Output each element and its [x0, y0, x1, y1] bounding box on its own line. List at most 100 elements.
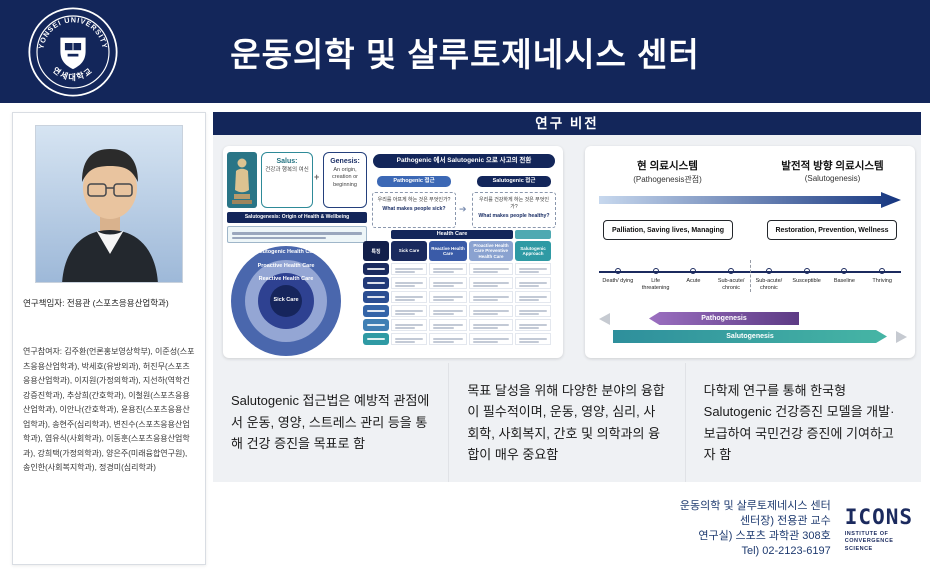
timeline-point: Sub-acute/ chronic	[712, 262, 750, 310]
table-cell	[429, 333, 467, 346]
table-cell	[469, 263, 513, 276]
table-cell	[429, 305, 467, 318]
table-header-row: 특징 Sick Care Reactive Health Care Proact…	[363, 241, 555, 262]
key-point-1: Salutogenic 접근법은 예방적 관점에서 운동, 영양, 스트레스 관…	[231, 393, 430, 452]
table-cell	[469, 333, 513, 346]
salus-title: Salus:	[276, 158, 298, 165]
table-cell	[429, 263, 467, 276]
header-bar: YONSEI UNIVERSITY 연세대학교 운동의학 및 살루토제네시스 센…	[0, 0, 930, 103]
table-cell	[429, 291, 467, 304]
contact-office: 연구실) 스포츠 과학관 308호	[698, 530, 831, 542]
table-cell	[391, 319, 427, 332]
yonsei-seal-logo: YONSEI UNIVERSITY 연세대학교	[28, 7, 118, 97]
timeline-point: Thriving	[863, 262, 901, 310]
salus-subtitle: 건강과 행복의 여신	[265, 167, 309, 173]
pi-portrait-photo	[35, 125, 183, 283]
pathogenic-question-ko: 우리를 아프게 하는 것은 무엇인가?	[377, 197, 451, 203]
future-system-title-block: 발전적 방향 의료시스템 (Salutogenesis)	[750, 158, 915, 185]
salutogenic-approach-pill: Salutogenic 접근	[477, 176, 551, 187]
principal-investigator: 연구책임자: 전용관 (스포츠응용산업학과)	[23, 298, 169, 308]
row-label	[363, 263, 389, 276]
contact-info: 운동의학 및 살루토제네시스 센터 센터장) 전용관 교수 연구실) 스포츠 과…	[680, 499, 831, 559]
plus-icon: +	[314, 172, 320, 182]
table-cell	[429, 319, 467, 332]
table-cell	[391, 263, 427, 276]
table-row	[363, 305, 555, 318]
healthcare-system-figure: 현 의료시스템 (Pathogenesis관점) 발전적 방향 의료시스템 (S…	[585, 146, 915, 358]
portrait-illustration	[36, 126, 182, 282]
table-cell	[391, 291, 427, 304]
table-cell	[469, 291, 513, 304]
ring-label: Proactive Health Care	[257, 263, 315, 269]
row-label	[363, 333, 389, 346]
timeline-point: Susceptible	[788, 262, 826, 310]
key-point-3: 다학제 연구를 통해 한국형 Salutogenic 건강증진 모델을 개발·보…	[684, 363, 921, 482]
transition-arrow-icon	[599, 192, 901, 208]
table-cell	[515, 277, 551, 290]
vision-content-panel: Salus: 건강과 행복의 여신 + Genesis: An origin, …	[213, 135, 921, 482]
pathogenic-question-box: 우리를 아프게 하는 것은 무엇인가? What makes people si…	[372, 192, 456, 228]
table-cell	[429, 277, 467, 290]
column-header: Salutogenic Approach	[515, 241, 551, 262]
timeline-point: Death/ dying	[599, 262, 637, 310]
left-chevron-icon	[599, 313, 610, 325]
mindshift-title: Pathogenic 에서 Salutogenic 으로 사고의 전환	[373, 154, 555, 168]
participants-list: 연구참여자: 김주환(언론홍보영상학부), 이준성(스포츠응용산업학과), 박세…	[23, 347, 195, 472]
column-header: Reactive Health Care	[429, 241, 467, 262]
row-label	[363, 291, 389, 304]
ring-label: Sick Care	[273, 297, 299, 303]
pathogenic-question-en: What makes people sick?	[382, 206, 446, 212]
salutogenesis-caption	[227, 226, 367, 243]
ring-label: Salutogenic Health Care	[254, 249, 318, 255]
palliation-box: Palliation, Saving lives, Managing	[603, 220, 733, 240]
timeline-point: Sub-acute/ chronic	[750, 262, 788, 310]
column-header: Proactive Health Care Preventive Health …	[469, 241, 513, 262]
timeline-point: Baseline	[826, 262, 864, 310]
current-system-title: 현 의료시스템	[637, 160, 698, 172]
pathogenesis-bar: Pathogenesis	[649, 312, 799, 325]
genesis-subtitle: An origin, creation or beginning	[332, 167, 358, 188]
timeline-point: Life threatening	[637, 262, 675, 310]
genesis-definition-box: Genesis: An origin, creation or beginnin…	[323, 152, 367, 208]
table-corner	[363, 230, 389, 239]
right-chevron-icon	[896, 331, 907, 343]
table-cell	[469, 277, 513, 290]
health-care-concentric-circles: Salutogenic Health Care Proactive Health…	[231, 246, 341, 356]
table-cell	[469, 305, 513, 318]
future-system-subtitle: (Salutogenesis)	[804, 174, 861, 183]
salutogenesis-origin-banner: Salutogenesis: Origin of Health & Wellbe…	[227, 212, 367, 223]
contact-director: 센터장) 전용관 교수	[740, 515, 831, 527]
table-row	[363, 277, 555, 290]
icons-logo-subtitle: INSTITUTE OF CONVERGENCE SCIENCE	[844, 530, 894, 552]
ring-label: Reactive Health Care	[258, 275, 314, 282]
salutogenic-question-box: 우리를 건강하게 하는 것은 무엇인가? What makes people h…	[472, 192, 556, 228]
row-header-features: 특징	[363, 241, 389, 262]
table-row	[363, 291, 555, 304]
row-label	[363, 277, 389, 290]
table-row	[363, 263, 555, 276]
genesis-title: Genesis:	[330, 158, 360, 165]
arrow-right-icon: ➔	[459, 204, 467, 214]
table-row	[363, 333, 555, 346]
column-header: Sick Care	[391, 241, 427, 262]
row-label	[363, 319, 389, 332]
section-title-research-vision: 연구 비전	[213, 112, 921, 135]
table-cell	[391, 277, 427, 290]
health-continuum-timeline: Death/ dying Life threatening Acute Sub-…	[599, 260, 901, 310]
table-row	[363, 319, 555, 332]
table-cell	[515, 263, 551, 276]
sick-care-circle	[270, 285, 302, 317]
restoration-box: Restoration, Prevention, Wellness	[767, 220, 897, 240]
contact-phone: Tel) 02-2123-6197	[741, 545, 831, 557]
salutogenesis-bar: Salutogenesis	[613, 330, 887, 343]
icons-logo-text: ICONS	[844, 504, 913, 529]
contact-center-name: 운동의학 및 살루토제네시스 센터	[679, 500, 831, 512]
current-system-subtitle: (Pathogenesis관점)	[633, 175, 702, 184]
university-seal-icon: YONSEI UNIVERSITY 연세대학교	[28, 7, 118, 97]
salus-statue-image	[227, 152, 257, 213]
row-label	[363, 305, 389, 318]
salutogenesis-concept-figure: Salus: 건강과 행복의 여신 + Genesis: An origin, …	[223, 146, 563, 358]
table-cell	[515, 305, 551, 318]
timeline-point: Acute	[675, 262, 713, 310]
system-titles: 현 의료시스템 (Pathogenesis관점) 발전적 방향 의료시스템 (S…	[585, 146, 915, 185]
